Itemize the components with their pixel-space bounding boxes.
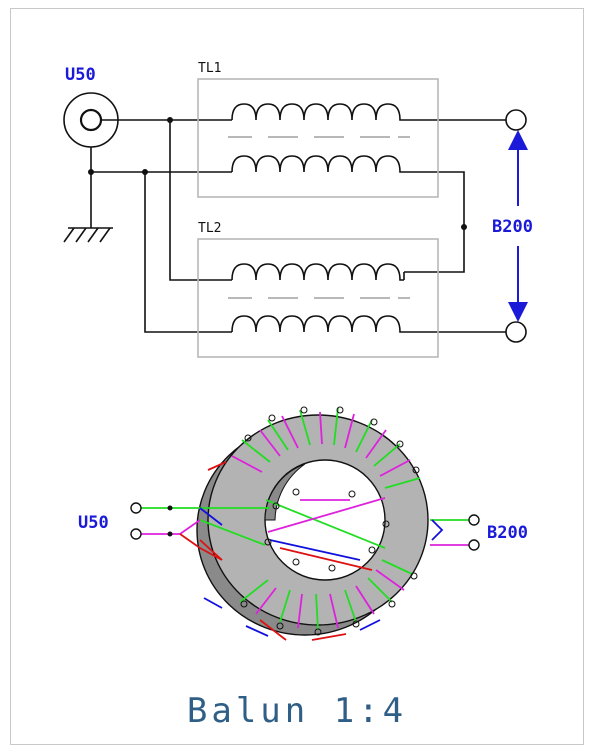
junction-dots — [88, 117, 467, 230]
toroid-junction-top — [167, 505, 173, 511]
toroid-output-terminal-bottom — [468, 539, 480, 551]
tl2-top-coil — [231, 263, 404, 281]
winding-eyelets — [240, 406, 420, 636]
diagram-caption: Balun 1:4 — [187, 691, 407, 731]
tl2-box — [197, 238, 439, 358]
toroid-windings — [140, 407, 470, 641]
schematic-input-label: U50 — [65, 65, 96, 85]
output-terminal-bottom — [505, 321, 527, 343]
winding-red — [179, 461, 373, 641]
toroid-output-label: B200 — [487, 523, 528, 543]
toroid-input-terminal-bottom — [130, 528, 142, 540]
toroid-input-terminal-top — [130, 502, 142, 514]
ground-icon — [63, 147, 113, 243]
schematic-output-label: B200 — [492, 217, 533, 237]
winding-green — [140, 407, 470, 631]
winding-blue — [199, 507, 444, 637]
toroid-output-terminal-top — [468, 514, 480, 526]
toroid-illustration: U50 B200 — [78, 406, 528, 641]
tl2-label: TL2 — [198, 221, 221, 236]
schematic: U50 — [63, 61, 533, 358]
toroid-junction-bottom — [167, 531, 173, 537]
tl1-box — [197, 78, 439, 198]
output-terminal-top — [505, 109, 527, 131]
tl1-label: TL1 — [198, 61, 221, 76]
winding-magenta — [140, 411, 470, 629]
schematic-wires — [91, 119, 506, 333]
toroid-input-label: U50 — [78, 513, 109, 533]
tl1-top-coil — [231, 103, 404, 121]
tl2-bottom-coil — [231, 315, 404, 333]
tl1-bottom-coil — [231, 155, 404, 173]
